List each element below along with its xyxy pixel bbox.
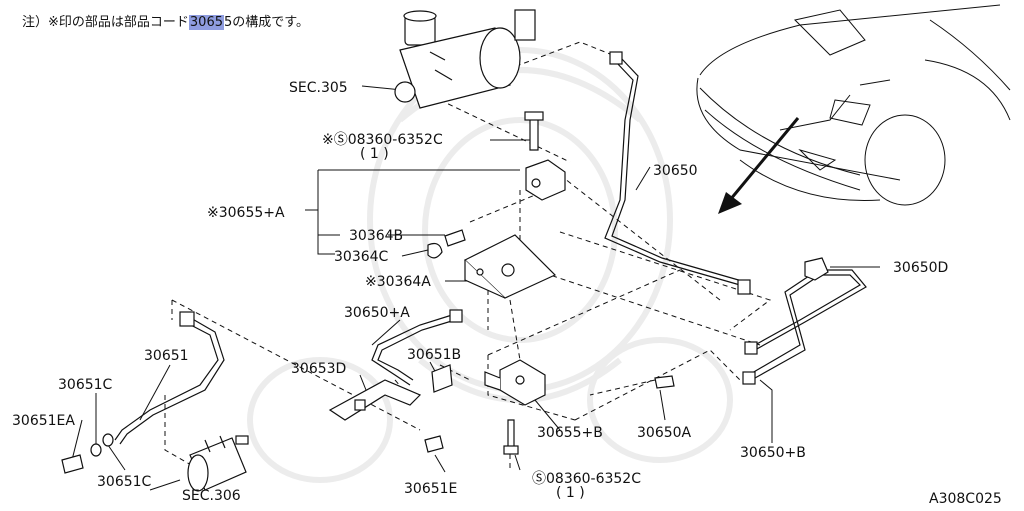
leader-lines	[71, 85, 880, 491]
label-30655B: 30655+B	[537, 425, 603, 441]
label-bolt-bottom: Ⓢ08360-6352C	[532, 471, 641, 487]
clip-30651B	[431, 364, 453, 393]
label-30650: 30650	[653, 163, 698, 179]
assembly-guide-lines	[164, 41, 772, 471]
parts-note: 注）※印の部品は部品コード30655の構成です。	[22, 11, 309, 30]
bracket-30653D	[328, 379, 422, 421]
bolt-30650A	[654, 375, 675, 389]
operating-cylinder	[187, 435, 249, 492]
junction-block-upper	[524, 111, 566, 201]
label-bolt-top: ※Ⓢ08360-6352C	[322, 132, 443, 148]
label-bolt-bottom-qty: ( 1 )	[556, 485, 585, 501]
junction-block-lower	[484, 359, 546, 455]
master-cylinder	[394, 9, 536, 109]
pipe-30650B	[742, 257, 867, 385]
note-highlight: 3065	[188, 15, 224, 30]
label-30653D: 30653D	[291, 361, 346, 377]
hose-30650A	[371, 309, 463, 386]
label-30651C-top: 30651C	[58, 377, 113, 393]
label-30651EA: 30651EA	[12, 413, 75, 429]
label-bolt-top-qty: ( 1 )	[360, 146, 389, 162]
vehicle-outline	[696, 4, 1011, 206]
label-30650A-hose: 30650+A	[344, 305, 410, 321]
note-prefix: 注）※印の部品は部品コード	[22, 15, 189, 30]
label-30655A: ※30655+A	[207, 205, 285, 221]
label-30651B: 30651B	[407, 347, 461, 363]
label-30651E: 30651E	[404, 481, 457, 497]
pipe-30650	[604, 51, 751, 295]
part-labels: SEC.305 ※Ⓢ08360-6352C ( 1 ) 30650 ※30655…	[12, 80, 1002, 507]
watermark-emblem	[247, 47, 733, 483]
label-30650A-bolt: 30650A	[637, 425, 692, 441]
bolt-30651EA	[61, 454, 84, 474]
bracket-30364A	[463, 234, 557, 299]
label-30651: 30651	[144, 348, 189, 364]
label-sec305: SEC.305	[289, 80, 348, 96]
label-30650D: 30650D	[893, 260, 948, 276]
direction-arrow	[718, 117, 800, 214]
label-figure-code: A308C025	[929, 491, 1002, 507]
washers-30651C	[90, 433, 114, 457]
label-30651C-bottom: 30651C	[97, 474, 152, 490]
note-suffix: 5の構成です。	[224, 15, 309, 30]
label-sec306: SEC.306	[182, 488, 241, 504]
connectors-30364	[427, 229, 466, 259]
label-30364B: 30364B	[349, 228, 403, 244]
label-30650B: 30650+B	[740, 445, 806, 461]
label-30364A: ※30364A	[365, 274, 431, 290]
pipe-30651	[114, 311, 225, 445]
label-30364C: 30364C	[334, 249, 389, 265]
bolt-30651E	[424, 435, 444, 453]
